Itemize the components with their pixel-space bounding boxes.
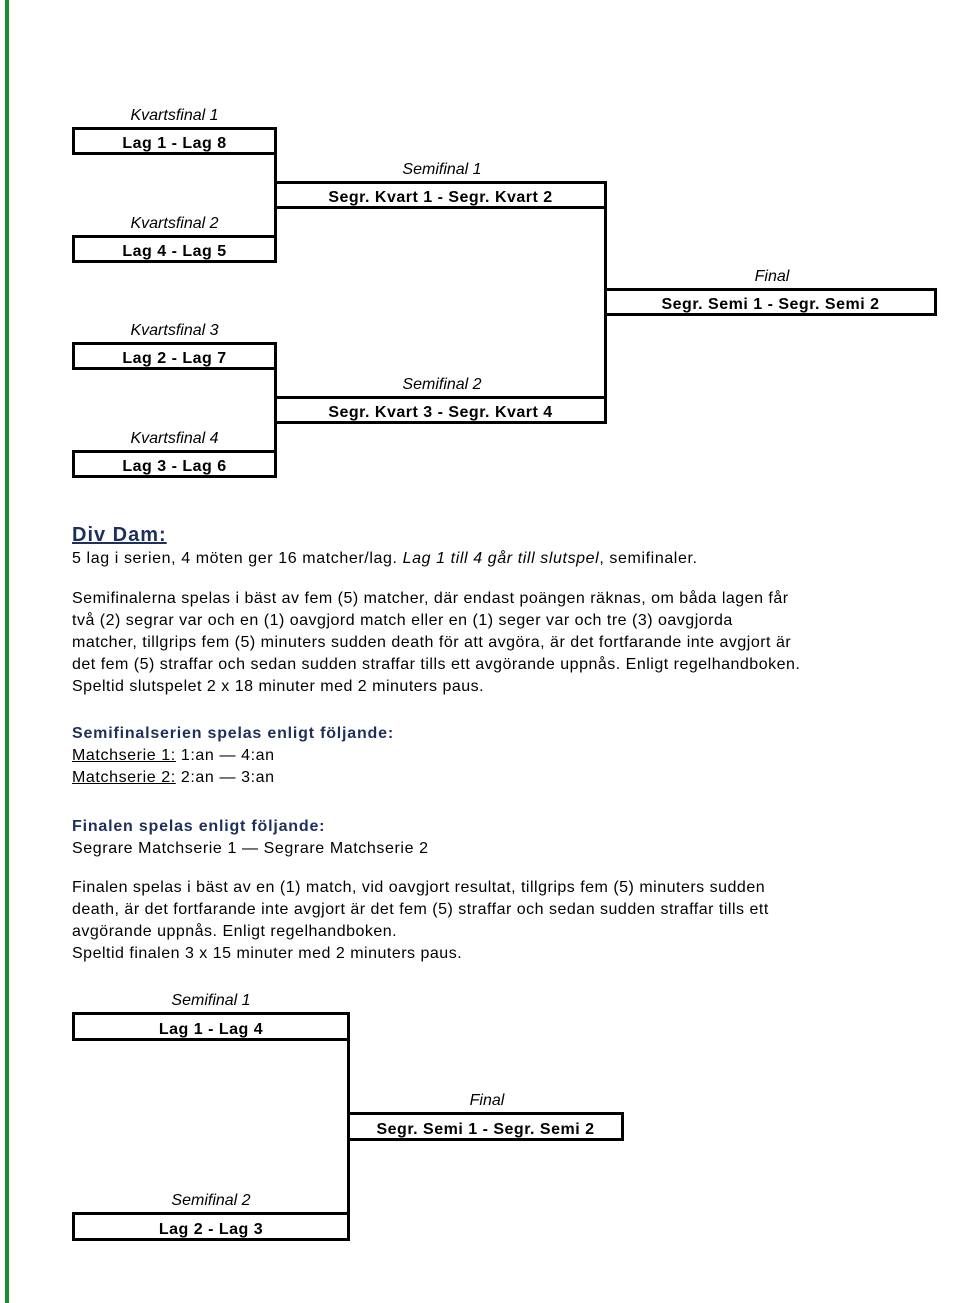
qf4-match: Lag 3 - Lag 6	[72, 450, 277, 478]
final-series-heading: Finalen spelas enligt följande:	[72, 818, 326, 835]
paragraph-line: Finalen spelas i bäst av en (1) match, v…	[72, 879, 766, 896]
series-1-value: 1:an — 4:an	[175, 747, 275, 764]
final-rules-paragraph: Finalen spelas i bäst av en (1) match, v…	[72, 877, 769, 965]
sf1-match: Segr. Kvart 1 - Segr. Kvart 2	[277, 181, 607, 209]
paragraph-line: Speltid slutspelet 2 x 18 minuter med 2 …	[72, 678, 485, 695]
paragraph-line: avgörande uppnås. Enligt regelhandboken.	[72, 923, 398, 940]
b2-sf1-label: Semifinal 1	[171, 992, 251, 1009]
b2-final-match: Segr. Semi 1 - Segr. Semi 2	[350, 1112, 624, 1141]
b2-final-label: Final	[469, 1092, 505, 1109]
series-1-line: Matchserie 1: 1:an — 4:an	[72, 747, 275, 765]
qf4-label: Kvartsfinal 4	[130, 430, 219, 447]
qf3-label: Kvartsfinal 3	[130, 322, 219, 339]
bracket-connector	[274, 127, 277, 263]
sf1-label: Semifinal 1	[402, 161, 482, 178]
div-summary-part1: 5 lag i serien, 4 möten ger 16 matcher/l…	[72, 550, 403, 567]
qf2-label: Kvartsfinal 2	[130, 215, 219, 232]
final-series-line: Segrare Matchserie 1 — Segrare Matchseri…	[72, 840, 429, 857]
b2-sf2-match: Lag 2 - Lag 3	[72, 1212, 350, 1241]
page-margin-bar	[5, 0, 9, 1303]
sf2-match: Segr. Kvart 3 - Segr. Kvart 4	[277, 396, 607, 424]
div-summary-part3: , semifinaler.	[599, 550, 698, 567]
qf1-label: Kvartsfinal 1	[130, 107, 219, 124]
div-summary-line: 5 lag i serien, 4 möten ger 16 matcher/l…	[72, 550, 698, 568]
final-match: Segr. Semi 1 - Segr. Semi 2	[607, 288, 937, 316]
sf2-label: Semifinal 2	[402, 376, 482, 393]
bracket-connector	[604, 181, 607, 424]
paragraph-line: matcher, tillgrips fem (5) minuters sudd…	[72, 634, 792, 651]
paragraph-line: Semifinalerna spelas i bäst av fem (5) m…	[72, 590, 789, 607]
bracket-connector	[347, 1012, 350, 1241]
paragraph-line: det fem (5) straffar och sedan sudden st…	[72, 656, 801, 673]
series-2-value: 2:an — 3:an	[175, 769, 275, 786]
bracket-connector	[274, 342, 277, 478]
div-dam-heading: Div Dam:	[72, 524, 167, 546]
paragraph-line: två (2) segrar var och en (1) oavgjord m…	[72, 612, 733, 629]
qf3-match: Lag 2 - Lag 7	[72, 342, 277, 370]
qf2-match: Lag 4 - Lag 5	[72, 235, 277, 263]
b2-sf1-match: Lag 1 - Lag 4	[72, 1012, 350, 1041]
semifinal-series-heading: Semifinalserien spelas enligt följande:	[72, 725, 394, 742]
paragraph-line: Speltid finalen 3 x 15 minuter med 2 min…	[72, 945, 463, 962]
b2-sf2-label: Semifinal 2	[171, 1192, 251, 1209]
qf1-match: Lag 1 - Lag 8	[72, 127, 277, 155]
series-2-line: Matchserie 2: 2:an — 3:an	[72, 769, 275, 787]
series-1-label: Matchserie 1:	[72, 747, 176, 764]
final-label: Final	[754, 268, 790, 285]
series-2-label: Matchserie 2:	[72, 769, 176, 786]
paragraph-line: death, är det fortfarande inte avgjort ä…	[72, 901, 769, 918]
div-summary-italic: Lag 1 till 4 går till slutspel	[402, 550, 600, 567]
semifinal-rules-paragraph: Semifinalerna spelas i bäst av fem (5) m…	[72, 588, 800, 698]
